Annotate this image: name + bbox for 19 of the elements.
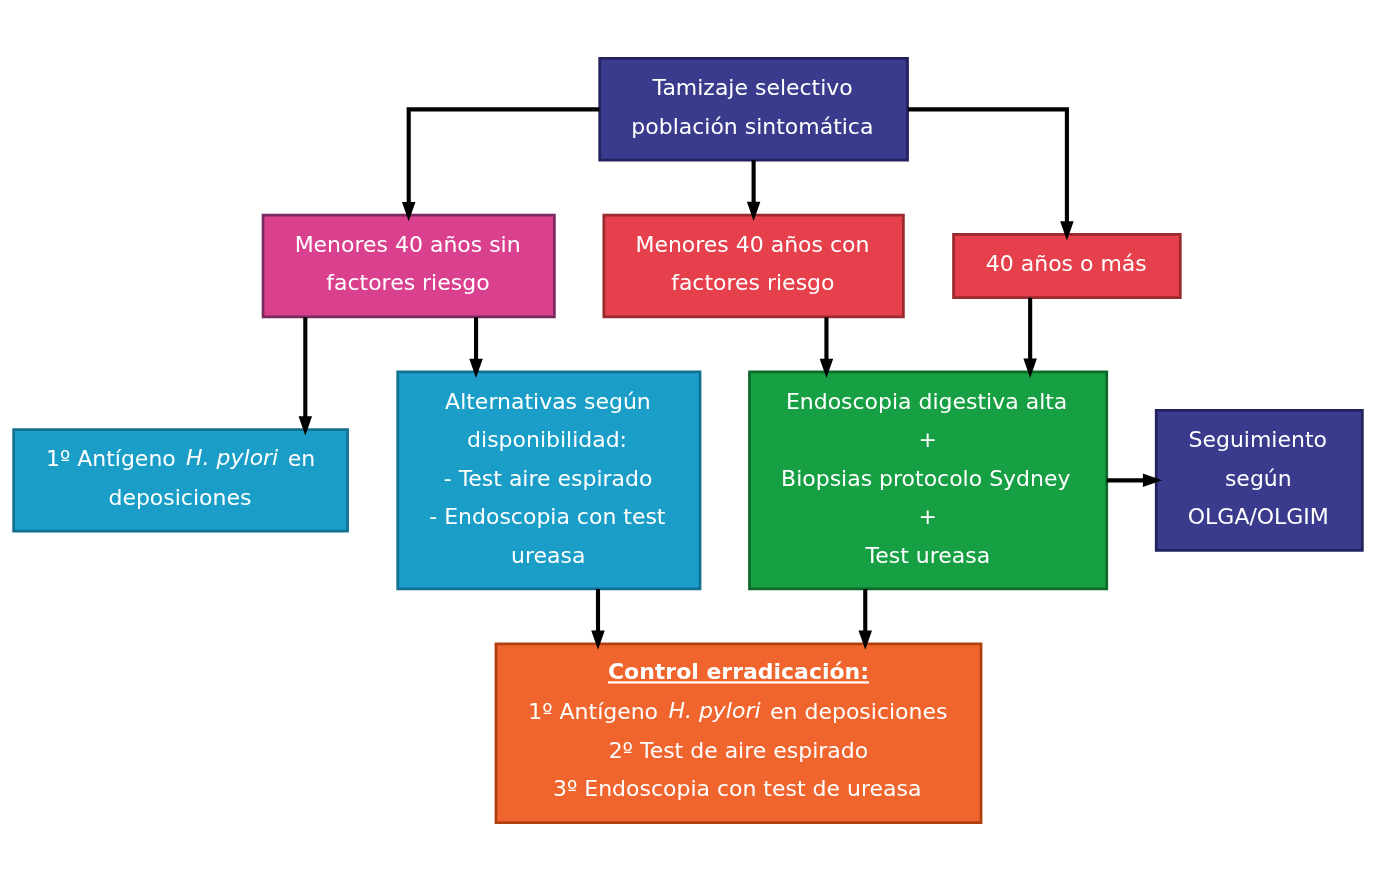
arrow [1106, 473, 1163, 487]
node-box: Control erradicación: 1º Antígeno H. pylori en deposiciones 2º Test de aire espirado 3º Endoscopia con test de ureasa [494, 642, 983, 824]
node-box: Endoscopia digestiva alta + Biopsias protocolo Sydney + Test ureasa [748, 369, 1109, 590]
arrow [858, 588, 872, 650]
node-box: Alternativas según disponibilidad: - Test aire espirado - Endoscopia con test ureasa [396, 369, 702, 590]
arrow [819, 316, 834, 378]
arrow [591, 588, 605, 650]
arrow [746, 159, 761, 221]
node-box: Menores 40 años con factores riesgo [602, 213, 905, 318]
arrow [907, 106, 1074, 241]
node-box: 40 años o más [952, 232, 1182, 299]
arrow [1023, 297, 1037, 378]
arrow [401, 106, 600, 221]
node-box: Menores 40 años sin factores riesgo [261, 213, 556, 318]
arrow [298, 316, 313, 436]
arrow [469, 316, 483, 378]
node-box: Tamizaje selectivo población sintomática [598, 56, 909, 162]
node-box: 1º Antígeno H. pylori en deposiciones [12, 427, 349, 533]
node-box: Seguimiento según OLGA/OLGIM [1154, 408, 1364, 552]
